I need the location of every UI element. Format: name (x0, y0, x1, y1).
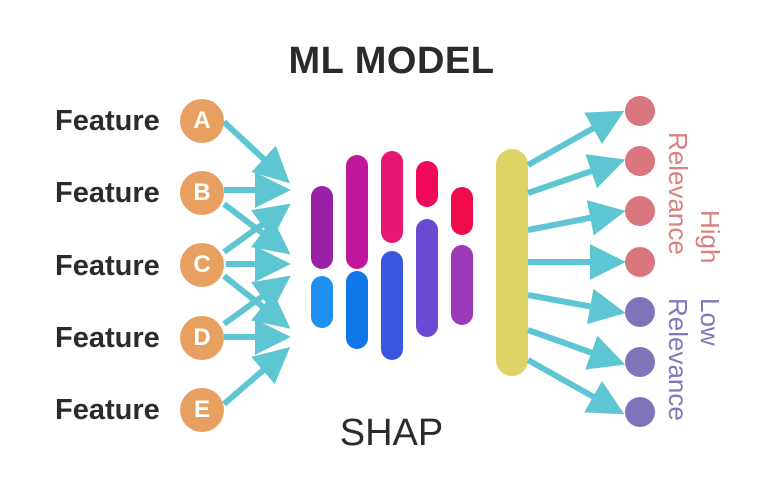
shap-label: SHAP (339, 412, 444, 454)
high-label: High (695, 210, 725, 264)
arrow-d-1 (222, 275, 291, 327)
out-arrow-5 (527, 288, 626, 325)
arrow-a-1 (221, 119, 290, 184)
low-relevance-label: Relevance (663, 298, 693, 421)
arrow-c-1 (222, 203, 291, 255)
feature-circle-a: A (180, 99, 224, 143)
ml-model-title: ML MODEL (288, 40, 495, 82)
output-arrows (526, 110, 626, 415)
input-arrows (221, 119, 291, 407)
low-relevance-dot (625, 347, 655, 377)
feature-label-e: Feature (55, 394, 160, 426)
high-relevance-dot (625, 146, 655, 176)
feature-label-a: Feature (55, 105, 160, 137)
high-relevance-label: Relevance (663, 132, 693, 255)
feature-label-c: Feature (55, 250, 160, 282)
out-arrow-1 (526, 110, 625, 168)
out-arrow-7 (526, 357, 625, 415)
out-arrow-6 (526, 327, 626, 370)
low-relevance-dot (625, 397, 655, 427)
high-relevance-dot (625, 247, 655, 277)
relevance-dots (625, 96, 655, 427)
feature-label-d: Feature (55, 322, 160, 354)
feature-circle-d: D (180, 316, 224, 360)
feature-circle-b: B (180, 171, 224, 215)
arrow-e-1 (222, 346, 291, 407)
out-arrow-3 (527, 200, 626, 236)
high-relevance-dot (625, 96, 655, 126)
arrow-b-2 (222, 201, 291, 255)
high-relevance-dot (625, 196, 655, 226)
out-arrow-2 (527, 154, 626, 196)
feature-circle-c: C (180, 243, 224, 287)
feature-circle-e: E (180, 388, 224, 432)
shap-bars (311, 151, 473, 360)
low-label: Low (695, 298, 725, 346)
low-relevance-dot (625, 297, 655, 327)
feature-label-b: Feature (55, 177, 160, 209)
